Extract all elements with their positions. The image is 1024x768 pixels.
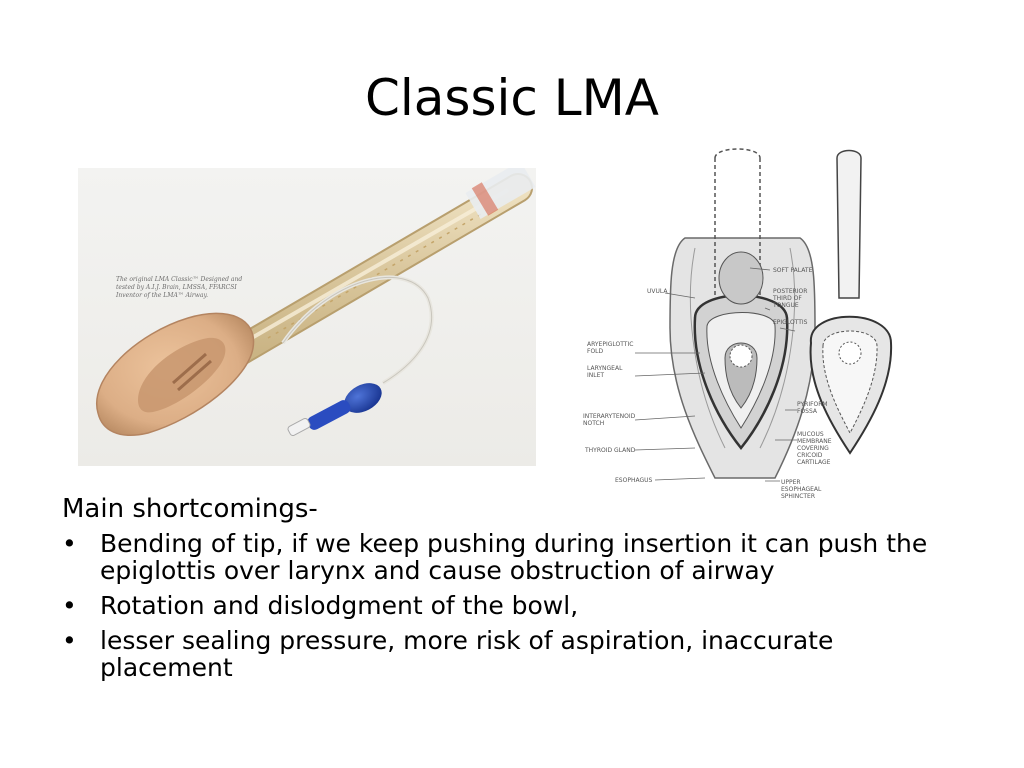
lma-device-illustration	[95, 168, 536, 437]
bullet-item: • lesser sealing pressure, more risk of …	[62, 627, 962, 681]
label-mucous: CARTILAGE	[797, 459, 831, 466]
label-soft-palate: SOFT PALATE	[773, 267, 813, 274]
label-interarytenoid: INTERARYTENOID	[583, 413, 636, 420]
anatomy-svg: SOFT PALATE UVULA POSTERIOR THIRD OF TON…	[583, 148, 893, 500]
bullet-dot: •	[62, 591, 77, 620]
label-pyriform: FOSSA	[797, 408, 818, 415]
label-aryepiglottic: FOLD	[587, 348, 604, 355]
lead-text: Main shortcomings-	[62, 494, 318, 524]
anatomy-diagram: SOFT PALATE UVULA POSTERIOR THIRD OF TON…	[575, 148, 925, 508]
label-mucous: COVERING	[797, 445, 829, 452]
bullet-text: Rotation and dislodgment of the bowl,	[100, 591, 579, 620]
label-laryngeal: LARYNGEAL	[587, 365, 623, 372]
lma-photo: The original LMA Classic™ Designed and t…	[78, 168, 536, 466]
label-upper-esophageal: UPPER	[781, 479, 801, 486]
bullet-dot: •	[62, 529, 77, 558]
caption-line: Inventor of the LMA™ Airway.	[116, 292, 209, 299]
label-mucous: MEMBRANE	[797, 438, 832, 445]
bullet-item: • Bending of tip, if we keep pushing dur…	[62, 530, 962, 584]
label-esophagus: ESOPHAGUS	[615, 477, 652, 484]
slide-body: Main shortcomings- • Bending of tip, if …	[62, 492, 962, 689]
caption-line: The original LMA Classic™ Designed and	[116, 276, 243, 283]
bullet-text: Bending of tip, if we keep pushing durin…	[100, 529, 928, 585]
bullet-text: lesser sealing pressure, more risk of as…	[100, 626, 834, 682]
label-pyriform: PYRIFORM	[797, 401, 828, 408]
bullet-dot: •	[62, 626, 77, 655]
label-mucous: MUCOUS	[797, 431, 824, 438]
label-uvula: UVULA	[647, 288, 668, 295]
label-upper-esophageal: ESOPHAGEAL	[781, 486, 822, 493]
photo-caption: The original LMA Classic™ Designed and t…	[116, 276, 266, 300]
label-laryngeal: INLET	[587, 372, 604, 379]
label-mucous: CRICOID	[797, 452, 823, 459]
label-epiglottis: EPIGLOTTIS	[773, 319, 808, 326]
label-thyroid: THYROID GLAND	[584, 447, 636, 454]
label-interarytenoid: NOTCH	[583, 420, 604, 427]
bullet-list: • Bending of tip, if we keep pushing dur…	[62, 530, 962, 681]
label-posterior: POSTERIOR	[773, 288, 807, 295]
caption-line: tested by A.I.J. Brain, LMSSA, FFARCSI	[116, 284, 237, 291]
label-upper-esophageal: SPHINCTER	[781, 493, 815, 500]
slide-title: Classic LMA	[364, 69, 660, 127]
label-posterior: TONGUE	[772, 302, 799, 309]
label-aryepiglottic: ARYEPIGLOTTIC	[587, 341, 633, 348]
bullet-item: • Rotation and dislodgment of the bowl,	[62, 592, 962, 619]
label-posterior: THIRD OF	[772, 295, 802, 302]
